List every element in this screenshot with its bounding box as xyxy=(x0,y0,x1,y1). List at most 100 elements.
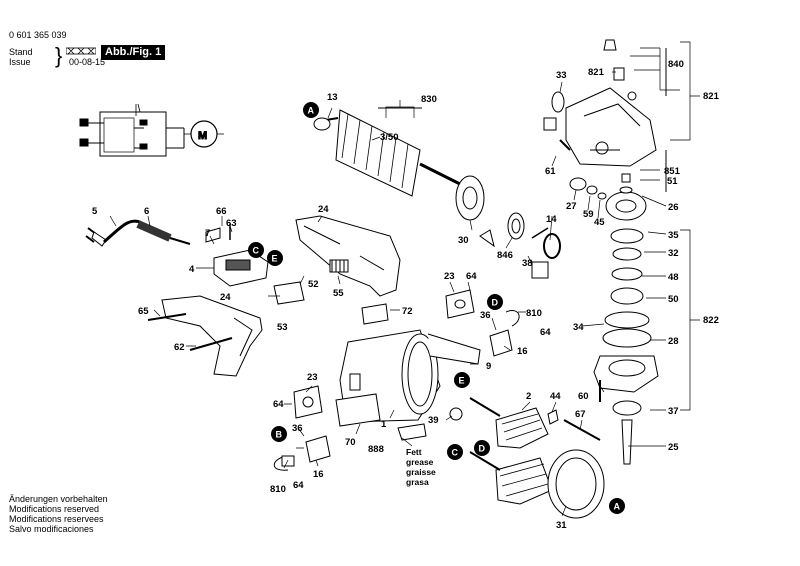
part-number: 33 xyxy=(556,70,567,81)
part-number: 64 xyxy=(273,399,284,410)
part-number: 851 xyxy=(664,166,681,177)
gear-26 xyxy=(605,173,647,221)
brush-16-upper xyxy=(489,310,520,357)
issue-date: 00-08-15 xyxy=(69,57,106,67)
callout-c-switch xyxy=(248,242,264,258)
spindle-stack xyxy=(593,228,659,465)
part-number: 35 xyxy=(668,230,679,241)
stand-stamp-icon xyxy=(66,47,96,55)
callout-markers: A C E D E B D C A xyxy=(248,102,625,514)
part-number: 13 xyxy=(327,92,338,103)
part-number: 14 xyxy=(546,214,557,225)
clip-44 xyxy=(547,409,559,425)
document-number: 0 601 365 039 xyxy=(9,30,67,40)
part-number: 64 xyxy=(466,271,477,282)
power-cable xyxy=(85,219,191,247)
small-parts-27-59-45 xyxy=(569,177,607,200)
bearing-14 xyxy=(543,233,561,259)
switch-assembly xyxy=(205,224,305,305)
callout-b-lower-label: B xyxy=(276,430,283,440)
part-number: 23 xyxy=(444,271,455,282)
callout-e-switch xyxy=(267,250,283,266)
field-2-upper xyxy=(449,397,549,449)
field-2-lower xyxy=(469,451,553,505)
part-number: 28 xyxy=(668,336,679,347)
part-number: 67 xyxy=(575,409,586,420)
cover-72 xyxy=(361,303,389,325)
part-number: 62 xyxy=(174,342,185,353)
part-number: 16 xyxy=(517,346,528,357)
part-number: 31 xyxy=(556,520,567,531)
part-number: 810 xyxy=(270,484,286,495)
part-number: 840 xyxy=(668,59,684,70)
footer-line: Änderungen vorbehalten xyxy=(9,494,108,504)
part-number: 61 xyxy=(545,166,556,177)
brush-holder-23-upper xyxy=(445,289,475,319)
cover-ring-31 xyxy=(547,449,605,519)
part-number: 888 xyxy=(368,444,384,455)
callout-d-upper-label: D xyxy=(492,298,499,308)
callout-c-field xyxy=(447,444,463,460)
part-number: 53 xyxy=(277,322,288,333)
part-number: 821 xyxy=(703,91,720,102)
housing-half-upper xyxy=(295,215,401,297)
stand-label: Stand xyxy=(9,47,33,57)
part-number: 30 xyxy=(458,235,469,246)
callout-e-field xyxy=(454,372,470,388)
part-number: 3/50 xyxy=(380,132,399,143)
label-70 xyxy=(335,393,381,427)
part-number: 24 xyxy=(220,292,231,303)
part-number: 24 xyxy=(318,204,329,215)
part-number: 25 xyxy=(668,442,679,453)
part-number: 4 xyxy=(189,264,195,275)
part-number: 52 xyxy=(308,279,319,290)
part-number: 48 xyxy=(668,272,679,283)
callout-d-upper xyxy=(487,294,503,310)
bearing-cap-38 xyxy=(531,261,549,279)
part-number: 822 xyxy=(703,315,719,326)
part-number: 26 xyxy=(668,202,679,213)
brush-16-lower xyxy=(273,435,331,471)
screw-62 xyxy=(189,337,233,351)
wiring-schematic: M xyxy=(79,103,224,157)
part-number: 59 xyxy=(583,209,594,220)
screw-65 xyxy=(147,313,187,321)
callout-c-field-label: C xyxy=(452,448,459,458)
issue-label: Issue xyxy=(9,57,31,67)
callout-e-switch-label: E xyxy=(272,254,278,264)
part-number: 44 xyxy=(550,391,561,402)
callout-a-bottom-label: A xyxy=(614,502,621,512)
part-number: 39 xyxy=(428,415,439,426)
part-number: 830 xyxy=(421,94,437,105)
part-number: 51 xyxy=(667,176,678,187)
armature xyxy=(313,109,461,197)
part-number: 65 xyxy=(138,306,149,317)
callout-d-field xyxy=(474,440,490,456)
part-number: 846 xyxy=(497,250,513,261)
part-number: 23 xyxy=(307,372,318,383)
part-number: 37 xyxy=(668,406,679,417)
label-888 xyxy=(397,423,427,441)
svg-text:M: M xyxy=(198,130,207,142)
part-number: 34 xyxy=(573,322,584,333)
part-number: 55 xyxy=(333,288,344,299)
part-number: 60 xyxy=(578,391,589,402)
bearing-846 xyxy=(507,212,525,240)
part-number: 6 xyxy=(144,206,149,217)
part-number: 821 xyxy=(588,67,605,78)
part-number: 70 xyxy=(345,437,356,448)
grease-note-line: graisse xyxy=(406,467,436,477)
stand-brace: } xyxy=(55,43,63,68)
part-number: 63 xyxy=(226,218,237,229)
fan-wheel xyxy=(455,175,485,221)
callout-e-field-label: E xyxy=(459,376,465,386)
callout-a-top-label: A xyxy=(308,106,315,116)
housing-half-lower xyxy=(161,295,263,377)
gear-housing xyxy=(543,87,657,167)
part-number: 2 xyxy=(526,391,531,402)
part-number: 32 xyxy=(668,248,679,259)
callout-d-field-label: D xyxy=(479,444,486,454)
part-number: 38 xyxy=(522,258,533,269)
grease-note-line: Fett xyxy=(406,447,422,457)
part-number: 72 xyxy=(402,306,413,317)
